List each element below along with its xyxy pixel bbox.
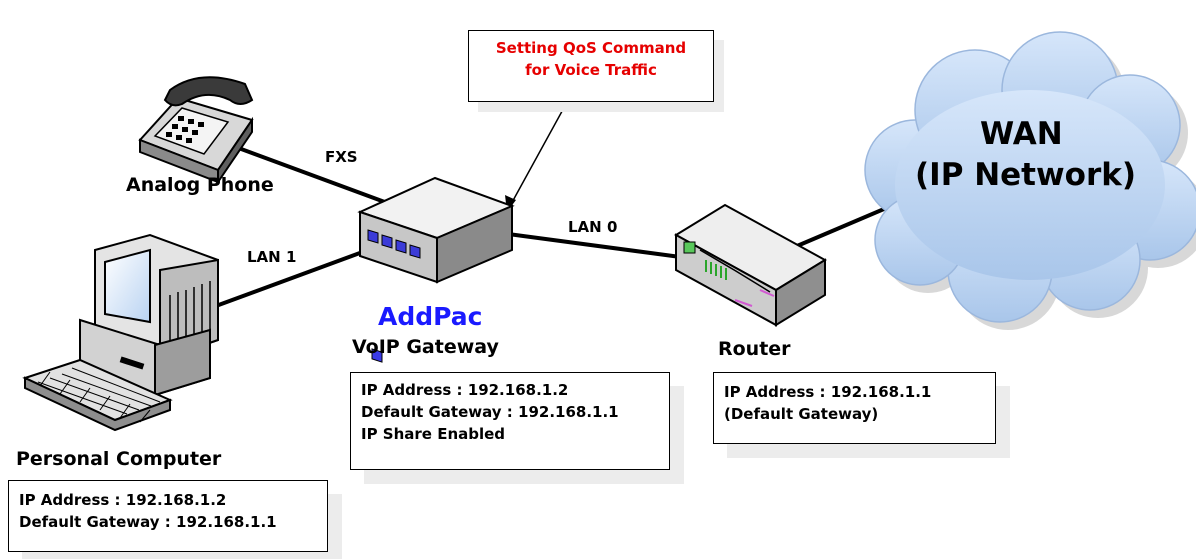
gateway-ip-address: IP Address : 192.168.1.2 xyxy=(361,381,569,399)
analog-phone-icon xyxy=(138,76,254,186)
lan1-link xyxy=(204,248,369,312)
wan-cloud-icon xyxy=(864,31,1196,330)
personal-computer-label: Personal Computer xyxy=(16,448,222,470)
pc-ip-address: IP Address : 192.168.1.2 xyxy=(19,491,227,509)
wan-label-line2: (IP Network) xyxy=(915,157,1137,193)
fxs-label: FXS xyxy=(325,148,358,166)
qos-callout-line2: for Voice Traffic xyxy=(525,61,657,79)
router-label: Router xyxy=(718,338,791,360)
lan0-link xyxy=(507,232,689,260)
wan-label-line1: WAN xyxy=(980,116,1063,152)
router-default-gateway-note: (Default Gateway) xyxy=(724,405,879,423)
router-ip-address: IP Address : 192.168.1.1 xyxy=(724,383,932,401)
lan0-label: LAN 0 xyxy=(568,218,618,236)
callout-arrow xyxy=(509,103,567,207)
pc-default-gateway: Default Gateway : 192.168.1.1 xyxy=(19,513,277,531)
lan1-label: LAN 1 xyxy=(247,248,297,266)
voip-gateway-label: VoIP Gateway xyxy=(352,336,499,358)
router-icon xyxy=(674,203,827,327)
gateway-default-gateway: Default Gateway : 192.168.1.1 xyxy=(361,403,619,421)
voip-gateway-icon xyxy=(357,176,515,363)
addpac-brand: AddPac xyxy=(378,302,483,331)
fxs-link xyxy=(224,141,391,206)
router-info-box: IP Address : 192.168.1.1 (Default Gatewa… xyxy=(713,372,996,444)
qos-callout: Setting QoS Command for Voice Traffic xyxy=(468,30,714,102)
analog-phone-label: Analog Phone xyxy=(126,174,274,196)
qos-callout-line1: Setting QoS Command xyxy=(495,39,687,57)
gateway-ip-share: IP Share Enabled xyxy=(361,425,506,443)
pc-info-box: IP Address : 192.168.1.2 Default Gateway… xyxy=(8,480,328,552)
personal-computer-icon xyxy=(22,233,219,432)
gateway-info-box: IP Address : 192.168.1.2 Default Gateway… xyxy=(350,372,670,470)
